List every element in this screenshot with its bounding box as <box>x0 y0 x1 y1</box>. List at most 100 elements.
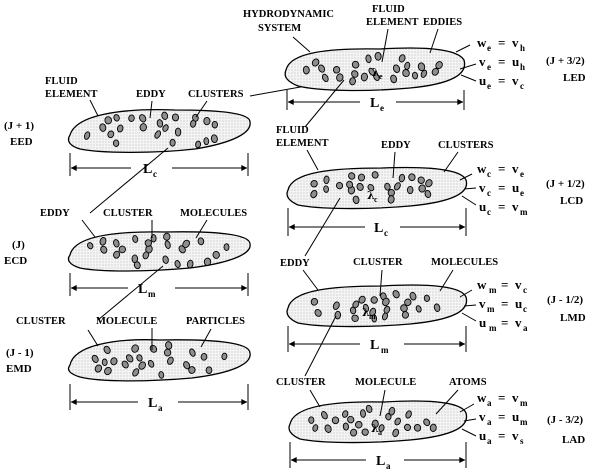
equation-lhs-subscript: c <box>487 188 491 198</box>
fluid-element-label-bottom: ELEMENT <box>276 138 329 149</box>
level-label: (J + 1) <box>4 120 34 132</box>
leader-line <box>461 75 476 81</box>
equation-lhs-subscript: e <box>487 62 491 72</box>
particle <box>332 416 339 424</box>
equation-lhs-subscript: a <box>487 398 492 408</box>
cluster-label: CLUSTER <box>103 208 153 219</box>
particle <box>360 409 366 417</box>
particle <box>358 174 365 181</box>
particle <box>375 52 382 60</box>
particle <box>350 429 357 437</box>
equation-lhs-subscript: a <box>487 417 492 427</box>
dimension-label: L <box>374 221 383 236</box>
equation-rhs-subscript: m <box>520 207 528 217</box>
equation-rhs: v <box>512 35 519 50</box>
particle <box>221 353 227 360</box>
particle <box>128 115 134 122</box>
level-label: (J - 1) <box>6 347 34 359</box>
particle <box>323 185 329 192</box>
equation-lhs: u <box>479 315 486 330</box>
equation-lhs-subscript: e <box>487 81 491 91</box>
level-code: LMD <box>560 312 586 324</box>
molecules-label: MOLECULES <box>431 257 498 268</box>
particle <box>204 138 209 145</box>
left-panel-ecd: EDDY CLUSTER MOLECULES (J) ECD L m <box>4 208 250 299</box>
particle <box>164 349 170 356</box>
particle <box>113 140 119 147</box>
fluid-element-label-top: FLUID <box>276 125 309 136</box>
particle <box>211 134 218 143</box>
dimension-subscript: c <box>153 169 157 179</box>
fluid-element-label-bottom: ELEMENT <box>45 89 98 100</box>
fluid-element-label-top: FLUID <box>45 76 78 87</box>
lambda-subscript: m <box>369 312 376 321</box>
right-panel-lmd: EDDY CLUSTER MOLECULES λ m w m = v c v m… <box>280 257 586 355</box>
eddy-label: EDDY <box>136 89 166 100</box>
right-panel-led: HYDRODYNAMIC SYSTEM FLUID ELEMENT EDDIES… <box>243 4 586 113</box>
equals-sign: = <box>498 73 505 88</box>
level-label: (J - 1/2) <box>547 294 583 306</box>
equation-rhs: v <box>515 315 522 330</box>
leader-line <box>456 45 470 52</box>
level-code: LAD <box>562 434 585 446</box>
equation-rhs: v <box>512 161 519 176</box>
left-panel-emd: CLUSTER MOLECULE PARTICLES (J - 1) EMD L… <box>6 316 250 413</box>
leader-line <box>310 390 320 407</box>
particle <box>324 176 330 184</box>
dimension-subscript: a <box>158 403 163 413</box>
lambda-subscript: a <box>378 428 382 437</box>
particle <box>140 123 147 131</box>
particle <box>309 417 314 424</box>
equation-rhs: u <box>512 180 519 195</box>
particles-label: PARTICLES <box>186 316 245 327</box>
lambda-subscript: e <box>379 72 383 81</box>
equation-lhs: v <box>479 180 486 195</box>
equation-group: w a = v m v a = u m u a = v s <box>477 390 528 446</box>
clusters-label: CLUSTERS <box>438 140 494 151</box>
dimension-subscript: m <box>381 345 389 355</box>
equals-sign: = <box>501 277 508 292</box>
level-label: (J - 3/2) <box>547 414 583 426</box>
level-code: EED <box>10 136 33 148</box>
leader-line <box>293 37 310 52</box>
equals-sign: = <box>498 35 505 50</box>
particle <box>99 123 106 131</box>
particle <box>335 311 341 319</box>
equals-sign: = <box>498 409 505 424</box>
leader-line <box>82 220 95 237</box>
equation-lhs-subscript: m <box>489 323 497 333</box>
dimension-label: L <box>148 396 157 411</box>
equation-rhs: v <box>512 428 519 443</box>
connector-line <box>250 86 306 96</box>
equation-rhs-subscript: e <box>520 169 524 179</box>
leader-line <box>444 152 458 172</box>
equation-lhs: w <box>477 390 487 405</box>
equation-rhs: v <box>512 73 519 88</box>
cluster-label: CLUSTER <box>276 377 326 388</box>
particle <box>172 114 179 122</box>
leader-line <box>303 270 318 290</box>
left-panel-eed: FLUID ELEMENT EDDY CLUSTERS (J + 1) EED … <box>4 76 250 179</box>
equation-rhs-subscript: m <box>520 398 528 408</box>
particle <box>198 237 205 245</box>
hydrodynamic-label: HYDRODYNAMIC <box>243 9 334 20</box>
level-label: (J + 1/2) <box>546 178 585 190</box>
leader-line <box>307 150 318 170</box>
level-label: (J + 3/2) <box>546 55 585 67</box>
leader-line <box>88 330 98 346</box>
particle <box>412 72 418 79</box>
particle <box>204 117 210 125</box>
equation-lhs: w <box>477 161 487 176</box>
lambda-subscript: c <box>374 195 378 204</box>
equation-rhs: u <box>512 409 519 424</box>
molecules-label: MOLECULES <box>180 208 247 219</box>
dimension-subscript: e <box>380 103 384 113</box>
equals-sign: = <box>498 199 505 214</box>
dimension-subscript: c <box>384 228 388 238</box>
equation-rhs-subscript: c <box>520 81 524 91</box>
leader-line <box>462 313 476 321</box>
atoms-label: ATOMS <box>449 377 487 388</box>
dimension-label: L <box>138 282 147 297</box>
system-label: SYSTEM <box>258 23 301 34</box>
